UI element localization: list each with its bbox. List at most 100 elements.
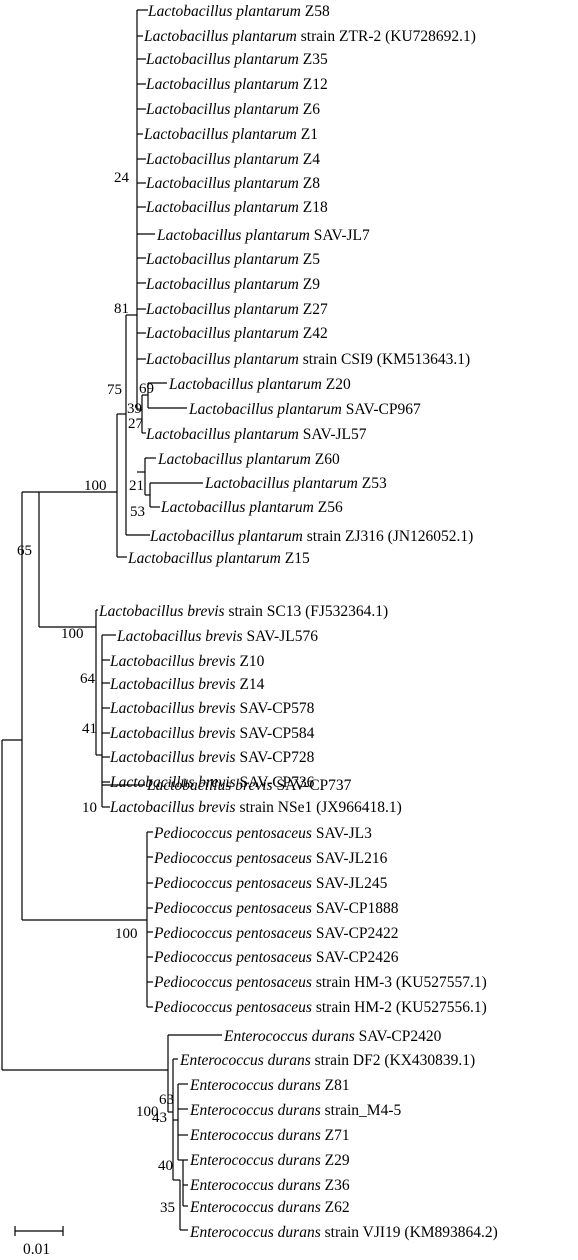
leaf-species: Lactobacillus plantarum [145, 175, 299, 192]
leaf-species: Lactobacillus brevis [109, 749, 236, 766]
leaf-label: Pediococcus pentosaceus SAV-JL245 [153, 875, 388, 892]
leaf-label: Enterococcus durans Z71 [189, 1127, 350, 1144]
leaf-species: Lactobacillus brevis [98, 603, 225, 620]
leaf-species: Pediococcus pentosaceus [153, 900, 312, 917]
leaf-strain: strain ZTR-2 (KU728692.1) [297, 28, 476, 45]
leaf-label: Lactobacillus plantarum Z8 [145, 175, 320, 192]
bootstrap-value: 21 [129, 478, 144, 494]
bootstrap-value: 41 [82, 721, 97, 737]
leaf-label: Lactobacillus plantarum Z12 [145, 76, 328, 93]
bootstrap-value: 40 [158, 1158, 173, 1174]
leaf-species: Lactobacillus plantarum [145, 325, 299, 342]
leaf-strain: SAV-CP736 [236, 774, 315, 791]
bootstrap-value: 75 [107, 382, 122, 398]
leaf-species: Lactobacillus plantarum [145, 199, 299, 216]
leaf-label: Lactobacillus plantarum Z6 [145, 101, 320, 118]
leaf-label: Lactobacillus brevis SAV-CP728 [109, 749, 315, 766]
leaf-species: Lactobacillus plantarum [145, 351, 299, 368]
bootstrap-value: 39 [127, 401, 142, 417]
bootstrap-value: 35 [160, 1200, 175, 1216]
leaf-species: Lactobacillus brevis [109, 676, 236, 693]
leaf-strain: SAV-CP578 [236, 700, 315, 717]
leaf-label: Lactobacillus plantarum Z5 [145, 251, 320, 268]
leaf-label: Lactobacillus plantarum SAV-JL7 [156, 227, 370, 244]
leaf-label: Lactobacillus plantarum Z58 [147, 3, 330, 20]
leaf-strain: Z35 [299, 51, 328, 68]
leaf-label: Pediococcus pentosaceus SAV-JL3 [153, 825, 372, 842]
leaf-species: Enterococcus durans [189, 1199, 321, 1216]
leaf-species: Pediococcus pentosaceus [153, 825, 312, 842]
leaf-species: Lactobacillus plantarum [145, 301, 299, 318]
leaf-strain: Z60 [311, 451, 340, 468]
bootstrap-value: 100 [61, 626, 84, 642]
leaf-species: Pediococcus pentosaceus [153, 974, 312, 991]
leaf-species: Lactobacillus plantarum [149, 528, 303, 545]
leaf-label: Lactobacillus plantarum Z20 [168, 376, 351, 393]
leaf-label: Lactobacillus plantarum Z27 [145, 301, 328, 318]
leaf-strain: strain ZJ316 (JN126052.1) [303, 528, 474, 545]
leaf-species: Lactobacillus plantarum [145, 151, 299, 168]
leaf-label: Enterococcus durans Z81 [189, 1077, 350, 1094]
leaf-strain: strain VJI19 (KM893864.2) [321, 1224, 498, 1241]
bootstrap-value: 24 [114, 170, 130, 186]
leaf-label: Pediococcus pentosaceus strain HM-2 (KU5… [153, 999, 487, 1016]
bootstrap-value: 65 [17, 543, 32, 559]
leaf-strain: Z62 [321, 1199, 350, 1216]
leaf-label: Lactobacillus plantarum Z53 [204, 475, 387, 492]
leaf-strain: Z29 [321, 1152, 350, 1169]
leaf-label: Lactobacillus plantarum strain CSI9 (KM5… [145, 351, 470, 368]
leaf-species: Lactobacillus brevis [109, 700, 236, 717]
leaf-strain: Z10 [236, 653, 265, 670]
leaf-strain: Z58 [301, 3, 330, 20]
leaf-species: Pediococcus pentosaceus [153, 999, 312, 1016]
leaf-strain: SAV-JL7 [310, 227, 370, 244]
leaf-species: Lactobacillus plantarum [157, 451, 311, 468]
leaf-label: Enterococcus durans Z29 [189, 1152, 350, 1169]
leaf-strain: SAV-JL57 [299, 426, 367, 443]
leaf-strain: strain SC13 (FJ532364.1) [225, 603, 389, 620]
leaf-strain: SAV-JL3 [312, 825, 372, 842]
leaf-strain: Z18 [299, 199, 328, 216]
leaf-label: Lactobacillus plantarum Z4 [145, 151, 320, 168]
leaf-label: Lactobacillus brevis SAV-JL576 [116, 628, 318, 645]
leaf-strain: Z27 [299, 301, 328, 318]
leaf-strain: strain DF2 (KX430839.1) [311, 1052, 475, 1069]
leaf-strain: Z4 [299, 151, 320, 168]
leaf-species: Lactobacillus plantarum [145, 426, 299, 443]
leaf-strain: Z20 [322, 376, 351, 393]
leaf-species: Pediococcus pentosaceus [153, 875, 312, 892]
leaf-label: Pediococcus pentosaceus SAV-CP2426 [153, 949, 399, 966]
leaf-label: Lactobacillus plantarum Z9 [145, 276, 320, 293]
leaf-strain: SAV-CP2426 [312, 949, 399, 966]
leaf-strain: SAV-JL216 [312, 850, 388, 867]
leaf-species: Enterococcus durans [179, 1052, 311, 1069]
leaf-strain: Z36 [321, 1177, 350, 1194]
leaf-strain: Z6 [299, 101, 320, 118]
leaf-strain: Z8 [299, 175, 320, 192]
bootstrap-value: 81 [114, 301, 129, 317]
leaf-species: Lactobacillus brevis [109, 774, 236, 791]
bootstrap-value: 100 [136, 1104, 159, 1120]
leaf-label: Lactobacillus brevis SAV-CP584 [109, 725, 315, 742]
leaf-species: Pediococcus pentosaceus [153, 850, 312, 867]
leaf-species: Lactobacillus plantarum [160, 499, 314, 516]
leaf-species: Lactobacillus brevis [116, 628, 243, 645]
leaf-species: Lactobacillus plantarum [188, 401, 342, 418]
leaf-species: Lactobacillus plantarum [204, 475, 358, 492]
leaf-species: Lactobacillus brevis [109, 799, 236, 816]
leaf-strain: Z42 [299, 325, 328, 342]
leaf-species: Lactobacillus plantarum [145, 51, 299, 68]
leaf-label: Pediococcus pentosaceus SAV-CP1888 [153, 900, 399, 917]
leaf-strain: strain HM-3 (KU527557.1) [312, 974, 487, 991]
leaf-label: Pediococcus pentosaceus strain HM-3 (KU5… [153, 974, 487, 991]
leaf-species: Lactobacillus plantarum [143, 28, 297, 45]
leaf-label: Lactobacillus plantarum Z56 [160, 499, 343, 516]
bootstrap-value: 27 [128, 416, 144, 432]
leaf-species: Lactobacillus brevis [109, 653, 236, 670]
bootstrap-values: 24 81 69 39 75 27 21 53 100 65 100 64 41… [17, 170, 175, 1216]
leaf-label: Enterococcus durans strain VJI19 (KM8938… [189, 1224, 498, 1241]
leaf-strain: SAV-CP1888 [312, 900, 399, 917]
leaf-label: Lactobacillus plantarum Z60 [157, 451, 340, 468]
leaf-species: Lactobacillus plantarum [127, 550, 281, 567]
